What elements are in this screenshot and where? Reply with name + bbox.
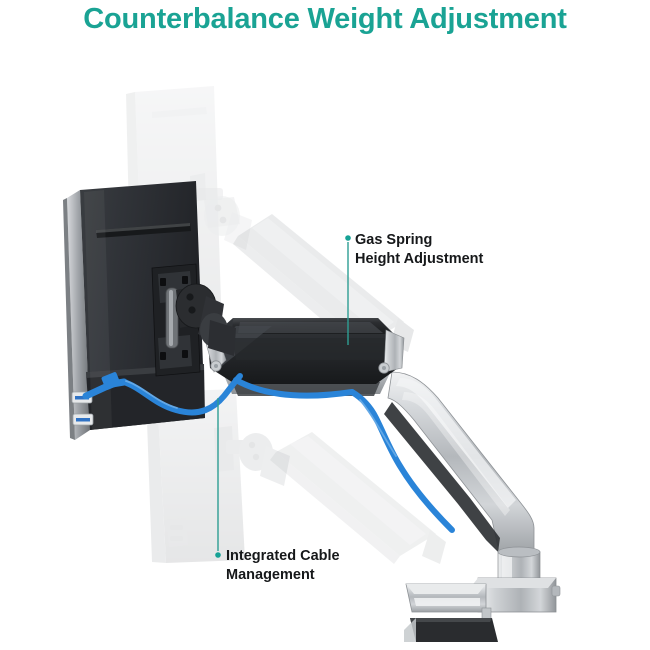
- desk-clamp-pad: [404, 618, 498, 642]
- callout-gas-spring-line1: Gas Spring: [355, 232, 433, 248]
- lower-arm: [384, 371, 535, 557]
- riser-post: [497, 546, 541, 583]
- integrated-cable: [82, 372, 455, 533]
- desk-clamp-base: [405, 577, 561, 635]
- page-title: Counterbalance Weight Adjustment: [83, 3, 567, 35]
- callout-gas-spring-line2: Height Adjustment: [355, 251, 484, 267]
- callout-integrated-cable-line2: Management: [226, 567, 315, 583]
- callout-gas-spring: Gas Spring Height Adjustment: [355, 231, 483, 269]
- ghost-arm-lowered: [270, 432, 446, 564]
- callout-leader-cable: [215, 398, 221, 558]
- gas-spring-housing: [203, 318, 405, 396]
- callout-integrated-cable-line1: Integrated Cable: [226, 548, 340, 564]
- callout-leader-gas-spring: [345, 235, 351, 345]
- usb-port-lower: [72, 413, 94, 426]
- ghost-monitor-lowered: [146, 389, 290, 563]
- callout-integrated-cable: Integrated Cable Management: [226, 547, 340, 585]
- tilt-pivot-joint: [175, 283, 236, 356]
- ghost-monitor-upper-detail: [129, 90, 214, 322]
